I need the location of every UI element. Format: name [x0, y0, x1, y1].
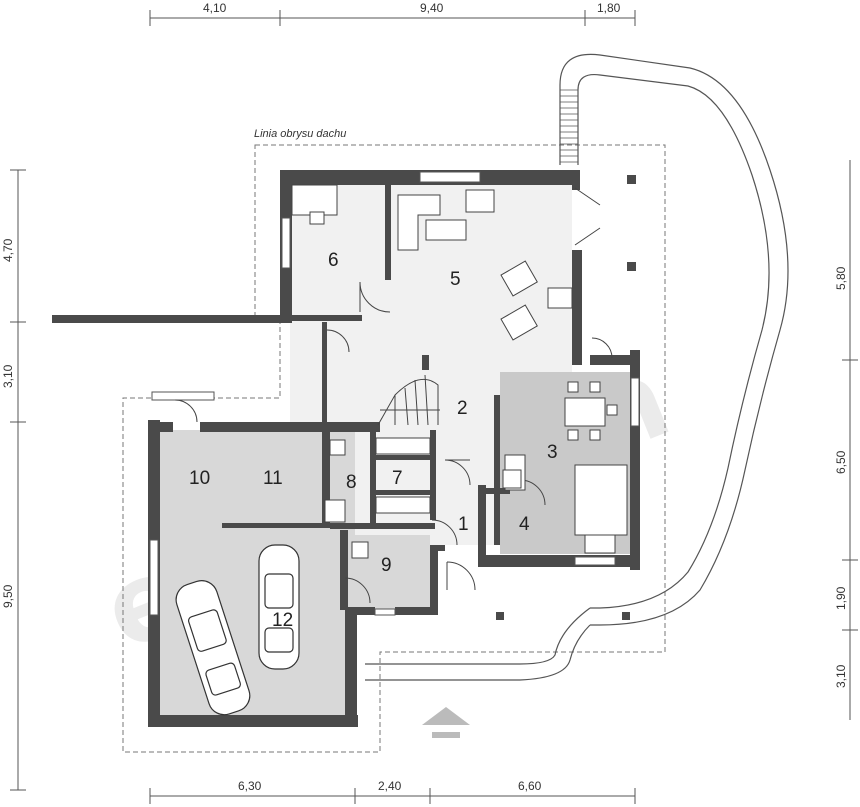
- room-label-9: 9: [381, 555, 392, 576]
- dim-left-2: 3,10: [1, 364, 15, 388]
- dimension-bottom: [149, 788, 636, 804]
- dim-top-1: 4,10: [203, 1, 227, 15]
- furniture: [291, 184, 628, 559]
- dimension-left: [10, 169, 26, 791]
- room-label-5: 5: [450, 269, 461, 290]
- dimension-right: [842, 160, 858, 720]
- dimension-top: [149, 10, 636, 26]
- dim-top-2: 9,40: [420, 1, 444, 15]
- room-label-3: 3: [547, 442, 558, 463]
- cars: [175, 544, 300, 716]
- dim-left-1: 4,70: [1, 238, 15, 262]
- room-label-11: 11: [263, 468, 283, 489]
- dim-bottom-3: 6,60: [518, 779, 542, 793]
- dim-right-2: 6,50: [834, 450, 848, 474]
- car-2-icon: [258, 544, 300, 670]
- car-1-icon: [175, 580, 251, 716]
- dim-bottom-1: 6,30: [238, 779, 262, 793]
- dim-right-4: 3,10: [834, 664, 848, 688]
- dim-bottom-2: 2,40: [378, 779, 402, 793]
- room-label-12: 12: [272, 610, 293, 631]
- room-labels: 1 2 3 4 5 6 7 8 9 10 11 12: [189, 250, 558, 631]
- room-label-8: 8: [346, 472, 357, 493]
- dim-right-3: 1,90: [834, 586, 848, 610]
- room-label-1: 1: [458, 514, 469, 535]
- room-label-2: 2: [457, 398, 468, 419]
- room-label-10: 10: [189, 468, 210, 489]
- room-label-4: 4: [519, 514, 530, 535]
- windows: [149, 171, 640, 616]
- staircase: [377, 374, 440, 426]
- roof-outline-label: Linia obrysu dachu: [254, 128, 346, 140]
- dim-left-3: 9,50: [1, 584, 15, 608]
- terrace-tiles: [560, 89, 578, 163]
- room-label-7: 7: [392, 468, 403, 489]
- columns: [496, 175, 636, 620]
- dim-top-3: 1,80: [597, 1, 621, 15]
- dim-right-1: 5,80: [834, 266, 848, 290]
- terrace-border: [365, 53, 789, 681]
- floor-fills: [155, 185, 630, 720]
- room-label-6: 6: [328, 250, 339, 271]
- entrance-arrow-icon: [422, 707, 470, 738]
